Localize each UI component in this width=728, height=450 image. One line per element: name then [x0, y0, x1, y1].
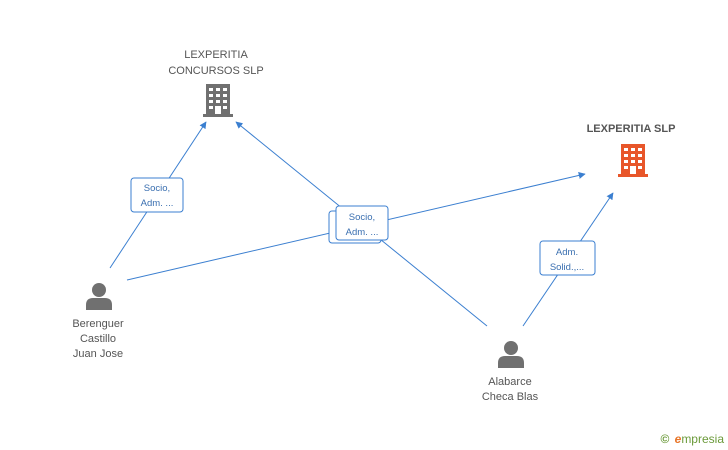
- edge-label-line: Socio,: [349, 212, 375, 223]
- node-lexperitia-slp[interactable]: LEXPERITIA SLP: [587, 123, 676, 177]
- building-icon: [203, 84, 233, 117]
- copyright-icon: ©: [660, 432, 670, 446]
- brand-name: mpresia: [681, 432, 724, 446]
- node-label-line: Castillo: [80, 333, 116, 345]
- edge-label-berenguer-concursos[interactable]: Socio, Adm. ...: [130, 177, 184, 213]
- brand-initial: e: [674, 432, 682, 446]
- node-alabarce[interactable]: Alabarce Checa Blas: [482, 341, 539, 403]
- building-icon-highlight: [618, 144, 648, 177]
- node-label-line: Berenguer: [72, 318, 124, 330]
- edge-label-line: Socio,: [144, 183, 170, 194]
- brand-logo: © empresia: [660, 432, 724, 446]
- node-berenguer[interactable]: Berenguer Castillo Juan Jose: [72, 283, 124, 360]
- node-label-line: LEXPERITIA: [184, 49, 248, 61]
- edge-label-line: Solid.,...: [550, 262, 584, 273]
- node-label-line: CONCURSOS SLP: [168, 65, 263, 77]
- node-label-line: Alabarce: [488, 376, 531, 388]
- node-label-line: Juan Jose: [73, 348, 123, 360]
- node-label-line: Checa Blas: [482, 391, 539, 403]
- edge-label-alabarce-both[interactable]: Socio, Adm. ...: [328, 205, 389, 244]
- person-icon: [498, 341, 524, 368]
- edge-label-line: Adm. ...: [141, 198, 174, 209]
- node-label-line: LEXPERITIA SLP: [587, 123, 676, 135]
- edge-label-alabarce-slp[interactable]: Adm. Solid.,...: [539, 240, 596, 276]
- node-lexperitia-concursos[interactable]: LEXPERITIA CONCURSOS SLP: [168, 49, 264, 117]
- edge-label-line: Adm. ...: [346, 227, 379, 238]
- person-icon: [86, 283, 112, 310]
- edge-label-line: Adm.: [556, 247, 578, 258]
